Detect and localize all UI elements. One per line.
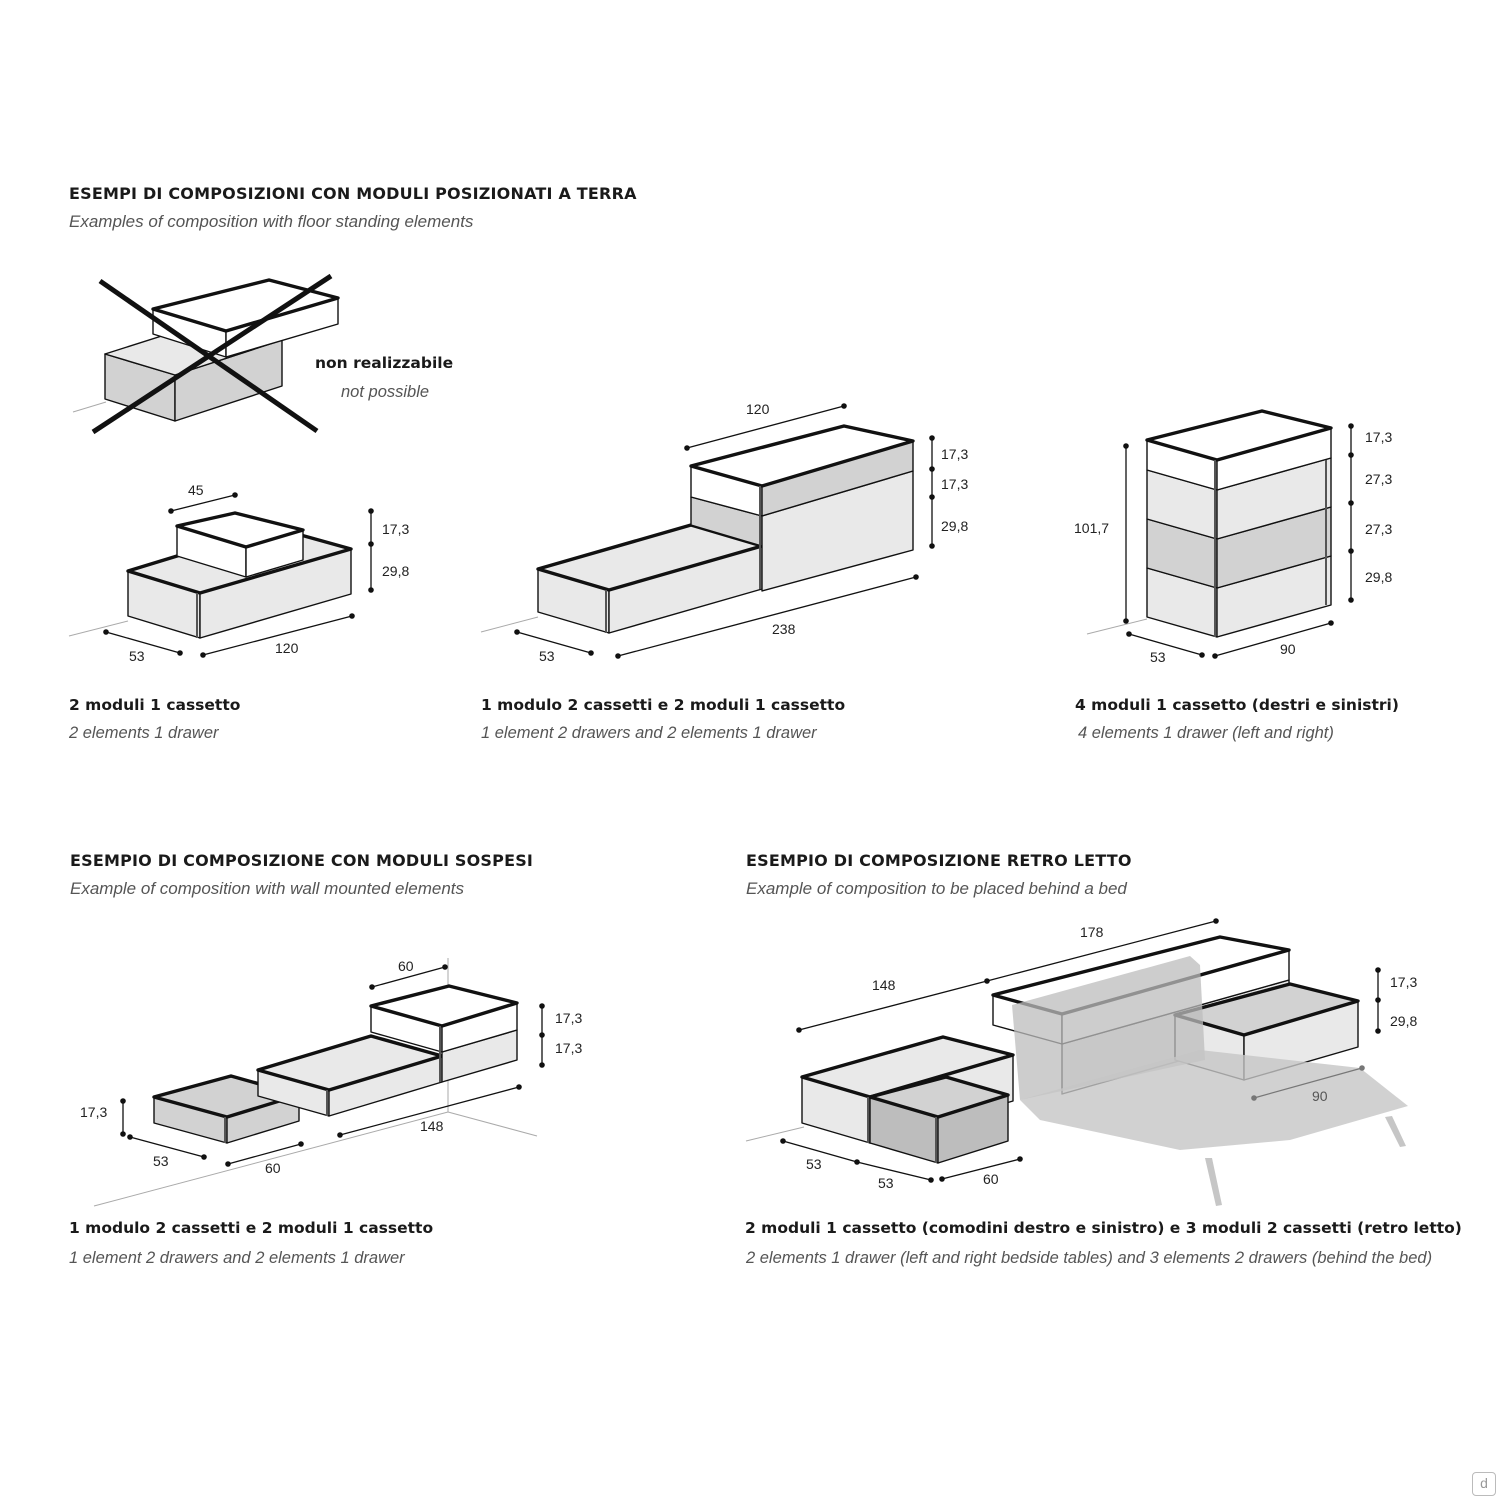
ex3-dim-width: 90: [1280, 641, 1296, 657]
bed-dim-90: 90: [1312, 1088, 1328, 1104]
ex1-dim-h2: 29,8: [382, 563, 409, 579]
ex1-dimensions: 45 17,3 29,8 53 120: [103, 482, 409, 664]
not-possible-drawing: [72, 273, 340, 435]
wall-sub: 1 element 2 drawers and 2 elements 1 dra…: [69, 1249, 405, 1267]
wall-dim-h2: 17,3: [555, 1040, 582, 1056]
bed-dim-148: 148: [872, 977, 896, 993]
wall-dim-w1: 60: [265, 1160, 281, 1176]
floor-section-subtitle: Examples of composition with floor stand…: [69, 212, 474, 231]
ex3-sub: 4 elements 1 drawer (left and right): [1078, 724, 1334, 742]
ex2-dim-width: 238: [772, 621, 796, 637]
wall-dim-top: 60: [398, 958, 414, 974]
ex1-caption: 2 moduli 1 cassetto: [69, 696, 241, 714]
bed-dim-h1: 17,3: [1390, 974, 1417, 990]
ex1-dim-top: 45: [188, 482, 204, 498]
ex3-caption: 4 moduli 1 cassetto (destri e sinistri): [1075, 696, 1399, 714]
wall-dim-hleft: 17,3: [80, 1104, 107, 1120]
ex2-dim-h1: 17,3: [941, 446, 968, 462]
brand-logo: d: [1472, 1472, 1496, 1496]
bed-dim-60: 60: [983, 1171, 999, 1187]
ex2-dim-h2: 17,3: [941, 476, 968, 492]
bed-dim-d2: 53: [878, 1175, 894, 1191]
ex3-dimensions: 101,7 17,3 27,3 27,3 29,8 53 90: [1074, 423, 1392, 665]
wall-section-subtitle: Example of composition with wall mounted…: [70, 879, 465, 898]
ex2-caption: 1 modulo 2 cassetti e 2 moduli 1 cassett…: [481, 696, 846, 714]
ex3-dim-depth: 53: [1150, 649, 1166, 665]
ex3-dim-h3: 27,3: [1365, 521, 1392, 537]
ex1-drawing: [68, 511, 353, 639]
wall-caption: 1 modulo 2 cassetti e 2 moduli 1 cassett…: [69, 1219, 434, 1237]
bed-section-subtitle: Example of composition to be placed behi…: [746, 879, 1127, 898]
ex3-dim-h4: 29,8: [1365, 569, 1392, 585]
bed-dimensions: 178 148 17,3 29,8 90 53 53 60: [780, 918, 1417, 1191]
ex2-dim-h3: 29,8: [941, 518, 968, 534]
ex3-dim-total: 101,7: [1074, 520, 1109, 536]
wall-dim-w2: 148: [420, 1118, 444, 1134]
ex2-dim-depth: 53: [539, 648, 555, 664]
bed-dim-d1: 53: [806, 1156, 822, 1172]
wall-dim-h1: 17,3: [555, 1010, 582, 1026]
bed-section-title: ESEMPIO DI COMPOSIZIONE RETRO LETTO: [746, 851, 1132, 870]
bed-caption: 2 moduli 1 cassetto (comodini destro e s…: [745, 1219, 1462, 1237]
not-possible-label: non realizzabile: [315, 354, 454, 372]
wall-section-title: ESEMPIO DI COMPOSIZIONE CON MODULI SOSPE…: [70, 851, 534, 870]
bed-dim-178: 178: [1080, 924, 1104, 940]
not-possible-sub: not possible: [341, 383, 430, 401]
ex3-dim-h1: 17,3: [1365, 429, 1392, 445]
ex2-dim-top: 120: [746, 401, 770, 417]
wall-dim-depth: 53: [153, 1153, 169, 1169]
floor-section-title: ESEMPI DI COMPOSIZIONI CON MODULI POSIZI…: [69, 184, 637, 203]
ex2-drawing: [480, 424, 915, 634]
wall-drawing: [93, 958, 538, 1207]
ex3-drawing: [1086, 409, 1333, 638]
ex2-dimensions: 120 17,3 17,3 29,8 53 238: [514, 401, 968, 664]
bed-sub: 2 elements 1 drawer (left and right beds…: [746, 1249, 1433, 1267]
ex3-dim-h2: 27,3: [1365, 471, 1392, 487]
ex1-dim-h1: 17,3: [382, 521, 409, 537]
ex1-sub: 2 elements 1 drawer: [69, 724, 219, 742]
wall-dimensions: 60 17,3 17,3 17,3 53 60 148: [80, 958, 582, 1176]
ex1-dim-depth: 53: [129, 648, 145, 664]
ex2-sub: 1 element 2 drawers and 2 elements 1 dra…: [481, 724, 817, 742]
ex1-dim-width: 120: [275, 640, 299, 656]
bed-drawing: [745, 935, 1408, 1206]
bed-dim-h2: 29,8: [1390, 1013, 1417, 1029]
